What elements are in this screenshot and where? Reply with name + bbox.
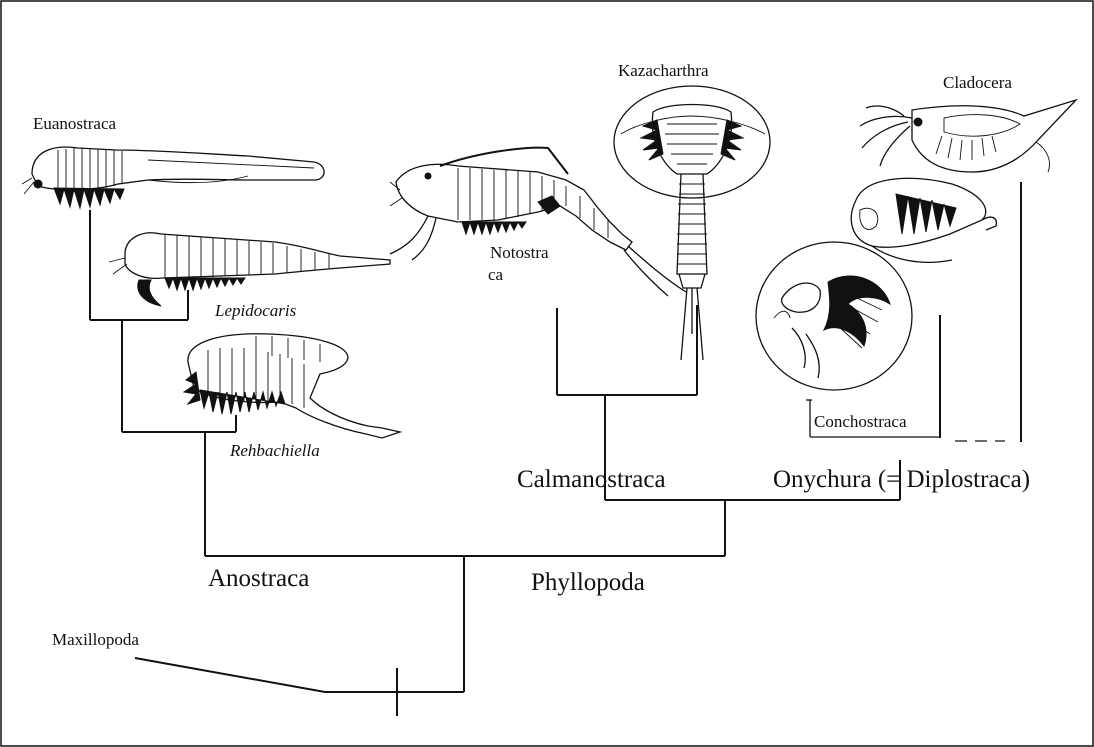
maxillopoda-label: Maxillopoda bbox=[52, 631, 139, 648]
anostraca-label: Anostraca bbox=[208, 566, 309, 591]
rehbachiella-label: Rehbachiella bbox=[230, 442, 320, 459]
phyllopoda-label: Phyllopoda bbox=[531, 570, 645, 595]
lepidocaris-illustration bbox=[105, 224, 395, 309]
conchostraca-label: Conchostraca bbox=[814, 413, 907, 430]
kazacharthra-label: Kazacharthra bbox=[618, 62, 709, 79]
lepidocaris-label: Lepidocaris bbox=[215, 302, 296, 319]
conchostraca-illustration-b bbox=[752, 238, 917, 393]
cladocera-label: Cladocera bbox=[943, 74, 1012, 91]
cladocera-illustration bbox=[852, 96, 1078, 178]
maxillopoda-branch bbox=[135, 658, 464, 692]
onychura-label: Onychura (= Diplostraca) bbox=[773, 467, 1030, 492]
notostraca-label-line2: ca bbox=[488, 266, 503, 283]
calmanostraca-label: Calmanostraca bbox=[517, 467, 666, 492]
euanostraca-illustration bbox=[18, 140, 333, 212]
rehbachiella-illustration bbox=[180, 328, 405, 443]
euanostraca-label: Euanostraca bbox=[33, 115, 116, 132]
notostraca-label-line1: Notostra bbox=[490, 244, 549, 261]
